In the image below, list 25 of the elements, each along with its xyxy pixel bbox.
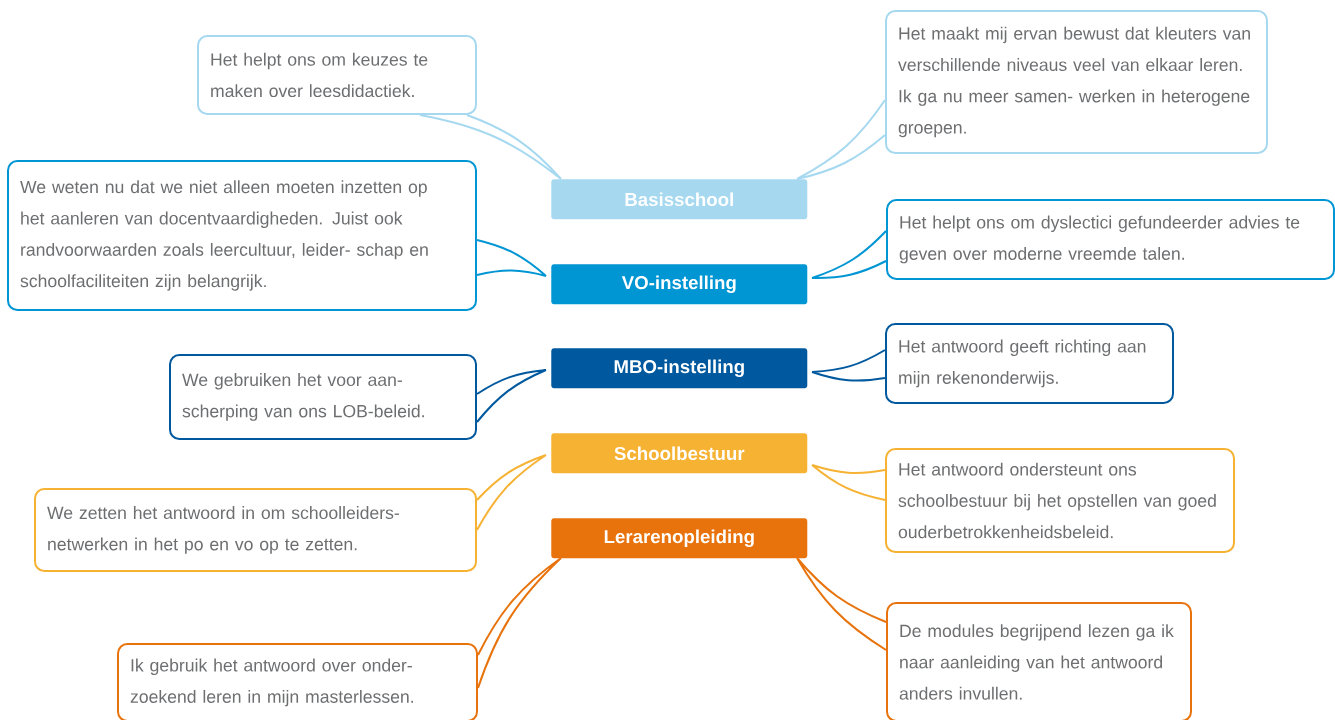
speech-bubble: Het maakt mij ervan bewust dat kleuters van verschillende niveaus veel van elkaar leren. Ik ga nu meer samen- werken in heterogene groepen. [885,10,1268,154]
speech-bubble: Het antwoord geeft richting aan mijn rekenonderwijs. [885,323,1174,404]
callout-tail [811,464,886,501]
callout-tail [811,349,886,382]
speech-bubble: Het helpt ons om dyslectici gefundeerder advies te geven over moderne vreemde talen. [886,199,1335,280]
category-label: Schoolbestuur [551,433,808,474]
callout-tail [477,557,562,689]
speech-bubble: We weten nu dat we niet alleen moeten inzetten op het aanleren van docentvaardigheden. Juist ook randvoorwaarden zoals leercultuur, leider- schap en schoolfaciliteiten zijn belangrijk. [7,160,477,311]
callout-tail [476,454,547,531]
category-label: VO-instelling [551,264,808,305]
speech-bubble: De modules begrijpend lezen ga ik naar aanleiding van het antwoord anders invullen. [886,602,1192,720]
callout-tail [796,557,887,651]
speech-bubble: We gebruiken het voor aan- scherping van ons LOB-beleid. [169,354,477,440]
callout-tail [811,230,887,280]
category-label: Basisschool [551,179,808,220]
category-label: MBO-instelling [551,348,808,389]
callout-tail [419,114,562,180]
category-label: Lerarenopleiding [551,518,808,559]
speech-bubble: We zetten het antwoord in om schoolleiders- netwerken in het po en vo op te zetten. [34,488,477,572]
speech-bubble: Het antwoord ondersteunt ons schoolbestuur bij het opstellen van goed ouderbetrokkenheidsbeleid. [885,448,1235,553]
speech-bubble: Het helpt ons om keuzes te maken over leesdidactiek. [197,35,477,115]
callout-tail [796,99,886,180]
callout-tail [476,239,547,277]
callout-tail [476,369,547,423]
speech-bubble: Ik gebruik het antwoord over onder- zoekend leren in mijn masterlessen. [117,643,478,720]
